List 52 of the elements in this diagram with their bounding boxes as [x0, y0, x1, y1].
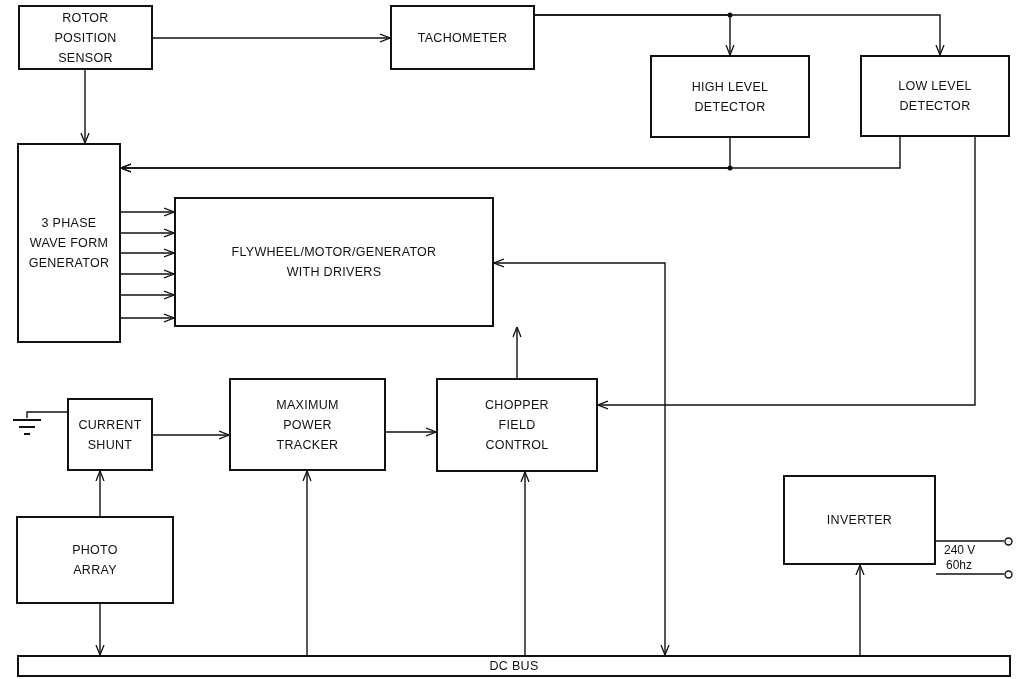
block-label: ROTOR POSITION SENSOR	[53, 9, 118, 67]
voltage-label: 60hz	[946, 558, 973, 572]
block-label: INVERTER	[826, 512, 893, 529]
block-label: HIGH LEVEL DETECTOR	[690, 78, 770, 116]
arrow	[120, 269, 175, 279]
block-box	[390, 5, 535, 70]
terminal-circle	[1004, 570, 1013, 579]
block-box	[860, 55, 1010, 137]
block-box	[17, 143, 121, 343]
block-box	[436, 378, 598, 472]
connector-line	[935, 540, 1005, 542]
block-box	[650, 55, 810, 138]
block-label: TACHOMETER	[417, 29, 508, 47]
arrow	[80, 69, 90, 144]
block-label: PHOTO ARRAY	[71, 542, 119, 579]
terminal-circle	[1004, 537, 1013, 546]
connector-line	[935, 573, 1005, 575]
block-box	[18, 5, 153, 70]
arrow	[152, 430, 230, 440]
block-label: 3 PHASE WAVE FORM GENERATOR	[27, 215, 111, 272]
arrow	[120, 207, 175, 217]
arrow	[120, 313, 175, 323]
arrow	[534, 14, 945, 56]
block-label: LOW LEVEL DETECTOR	[897, 78, 973, 115]
block-label: CHOPPER FIELD CONTROL	[484, 397, 550, 454]
arrow	[152, 33, 391, 43]
bus-bar	[17, 655, 1011, 677]
arrow	[520, 471, 530, 656]
arrow	[385, 427, 437, 437]
arrow	[120, 248, 175, 258]
block-label: CURRENT SHUNT	[77, 416, 143, 454]
arrow	[855, 564, 865, 656]
arrow	[120, 136, 901, 173]
arrow	[120, 290, 175, 300]
block-box	[783, 475, 936, 565]
block-label: MAXIMUM POWER TRACKER	[275, 396, 340, 454]
arrow	[95, 470, 105, 517]
block-label: FLYWHEEL/MOTOR/GENERATOR WITH DRIVERS	[230, 244, 438, 281]
arrow	[597, 136, 976, 410]
arrow	[493, 258, 670, 656]
block-box	[16, 516, 174, 604]
block-box	[67, 398, 153, 471]
block-box	[174, 197, 494, 327]
arrow	[120, 228, 175, 238]
arrow	[512, 326, 522, 379]
block-box	[229, 378, 386, 471]
ground-icon	[12, 418, 42, 438]
connector-line	[26, 411, 68, 419]
block-label: DC BUS	[489, 658, 539, 675]
arrow	[302, 470, 312, 656]
voltage-label: 240 V	[944, 543, 976, 557]
arrow	[95, 603, 105, 656]
